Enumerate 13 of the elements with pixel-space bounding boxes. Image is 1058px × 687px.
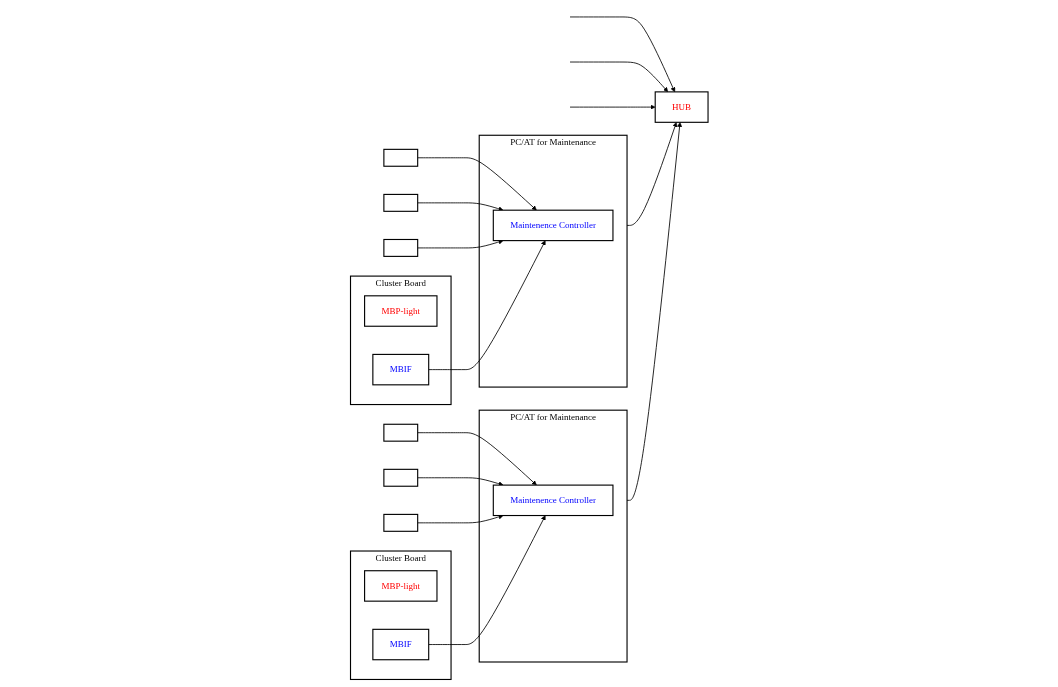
node-box [383, 468, 418, 487]
node-box [383, 193, 418, 212]
node-box: MBP-light [363, 294, 438, 327]
node-box: Maintenence Controller [492, 209, 614, 241]
node-box [383, 238, 418, 257]
node-box [383, 148, 418, 167]
node-box [383, 423, 418, 442]
node-box: MBIF [372, 353, 429, 385]
node-box: Maintenence Controller [492, 484, 614, 516]
node-box: MBIF [372, 628, 429, 660]
node-box: HUB [654, 90, 709, 123]
node-box [383, 513, 418, 532]
node-box: MBP-light [363, 569, 438, 602]
